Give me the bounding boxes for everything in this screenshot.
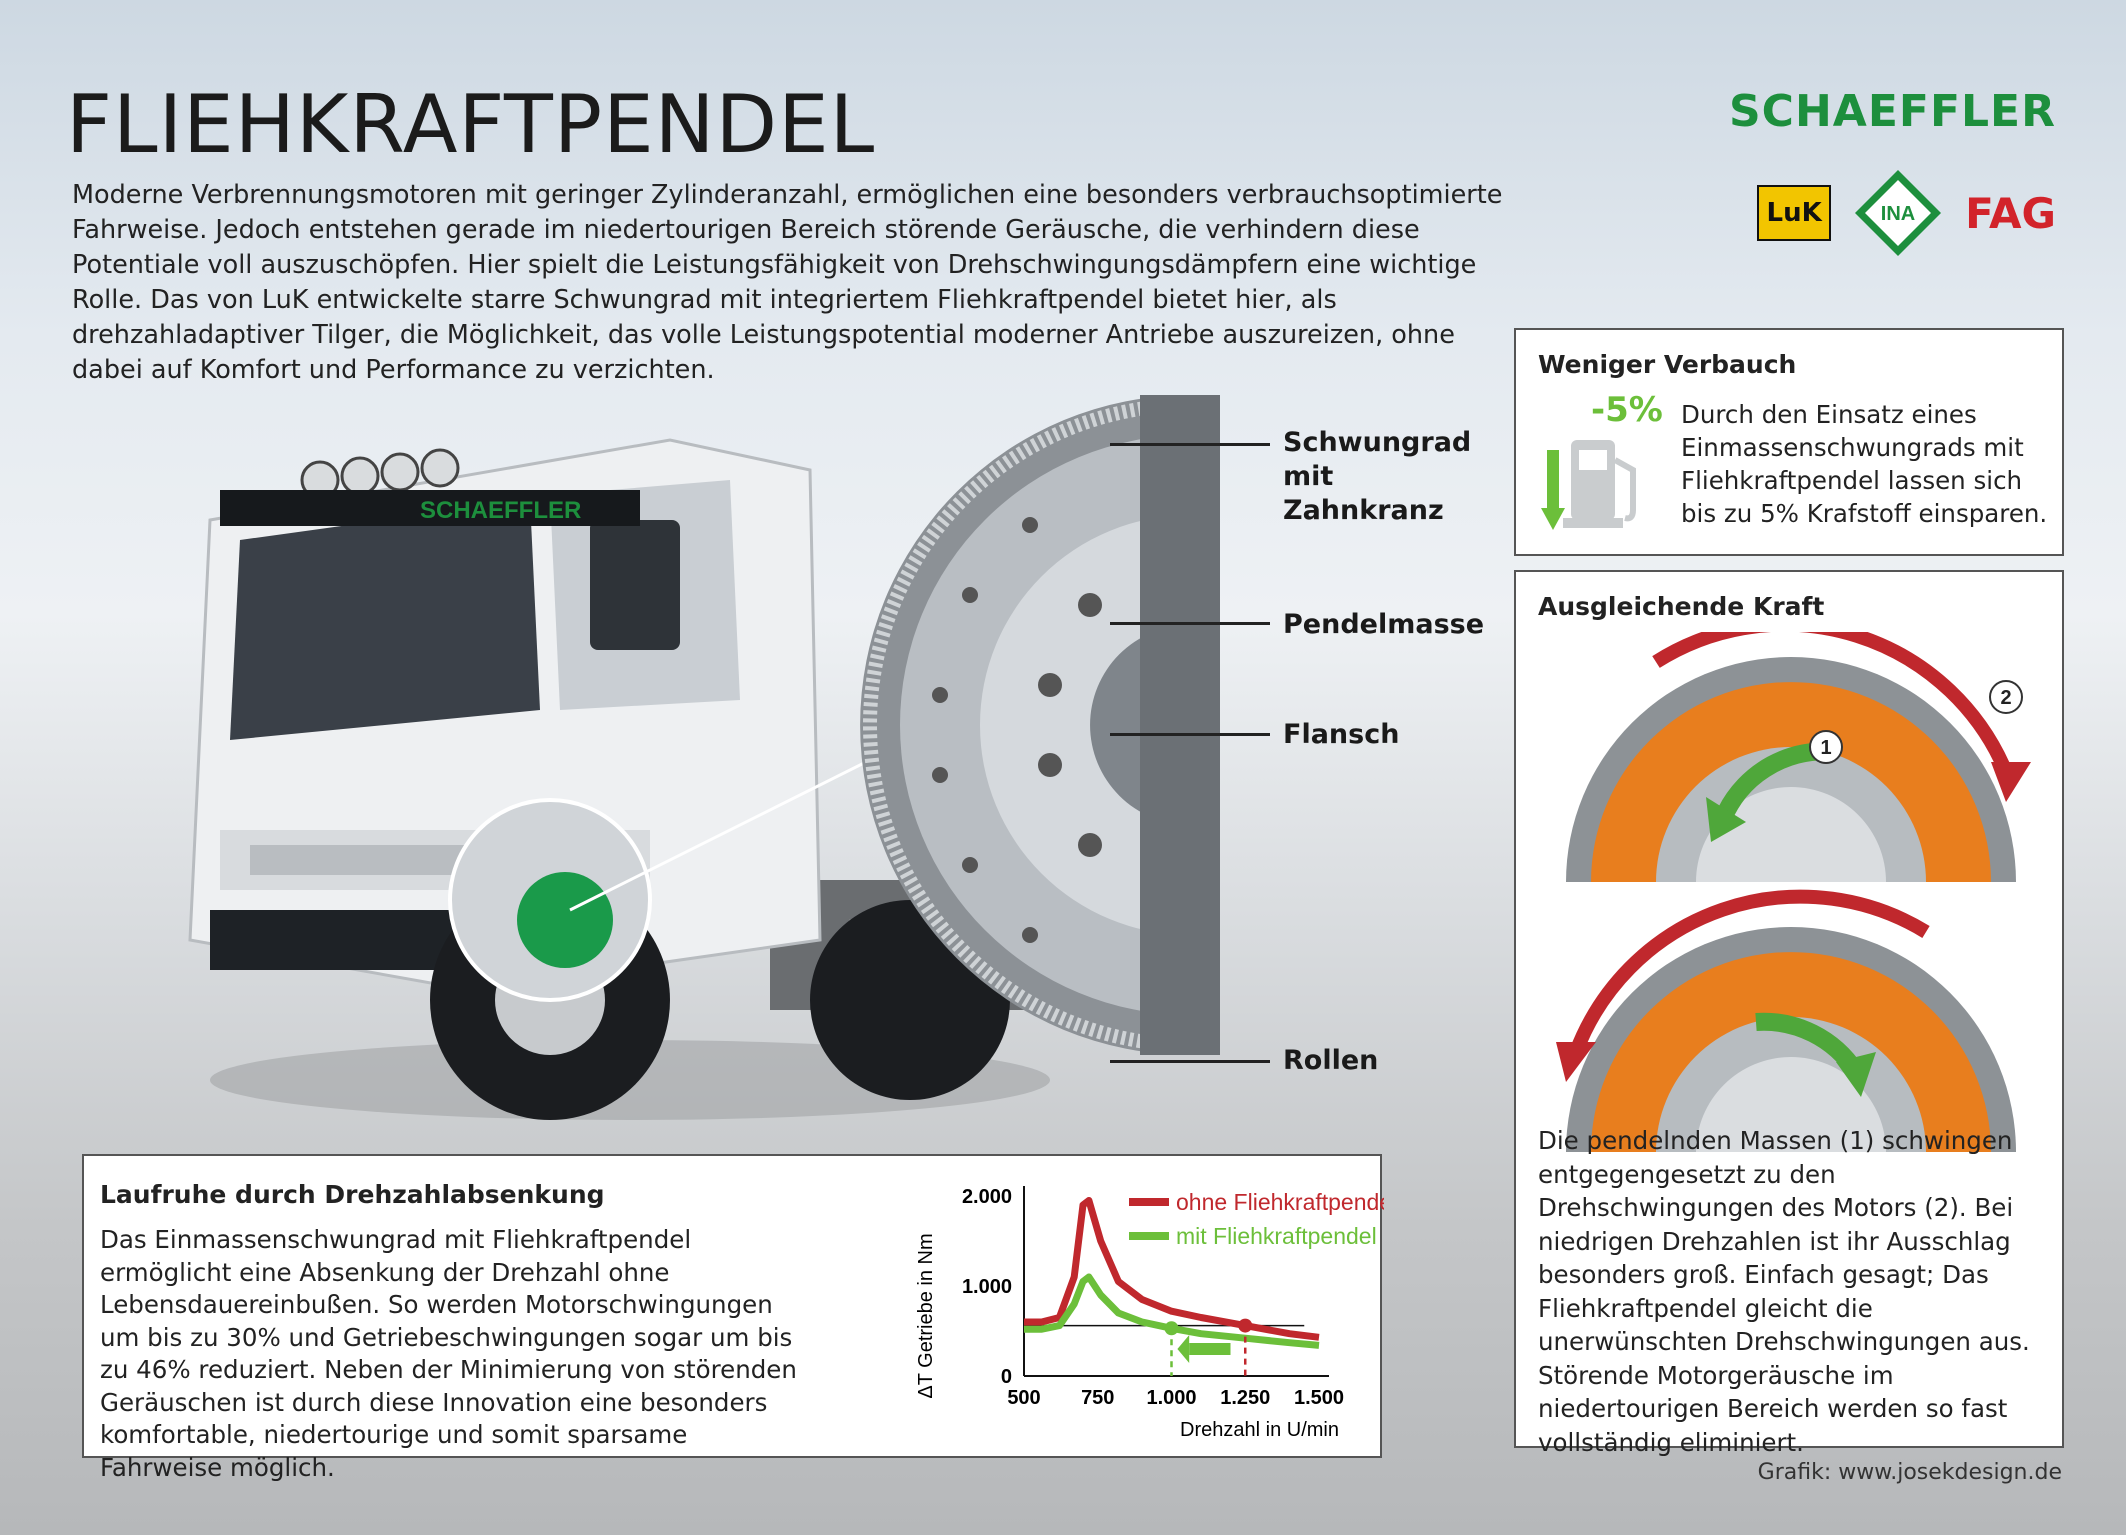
y-tick-label: 2.000	[962, 1186, 1012, 1208]
credit-text: Grafik: www.josekdesign.de	[1757, 1460, 2062, 1485]
verbrauch-value: -5%	[1591, 390, 1663, 430]
shift-arrow-head	[1177, 1335, 1190, 1363]
leader-line	[1110, 733, 1270, 736]
intro-text: Moderne Verbrennungsmotoren mit geringer…	[72, 180, 1503, 385]
kraft-title: Ausgleichende Kraft	[1538, 592, 1825, 621]
x-tick-label: 500	[1007, 1387, 1040, 1409]
fag-logo: FAG	[1965, 188, 2056, 238]
legend-label: ohne Fliehkraftpendel	[1176, 1189, 1384, 1215]
flywheel-illustration	[860, 395, 1220, 1055]
laufruhe-box: Laufruhe durch Drehzahlabsenkung Das Ein…	[82, 1154, 1384, 1482]
legend-label: mit Fliehkraftpendel	[1176, 1223, 1377, 1249]
series-line-2	[1024, 1273, 1320, 1349]
leader-line	[1110, 443, 1270, 446]
label-flansch: Flansch	[1283, 719, 1400, 750]
verbrauch-title: Weniger Verbauch	[1538, 350, 1797, 379]
x-axis-label: Drehzahl in U/min	[1180, 1419, 1339, 1441]
truck-illustration: SCHAEFFLER	[188, 438, 1050, 1120]
y-tick-label: 1.000	[962, 1276, 1012, 1298]
y-tick-label: 0	[1001, 1366, 1012, 1388]
leader-line	[1110, 1060, 1270, 1063]
schaeffler-logo: SCHAEFFLER	[1728, 86, 2056, 137]
label-pendelmasse: Pendelmasse	[1283, 609, 1485, 640]
y-axis-label: ΔT Getriebe in Nm	[915, 1233, 937, 1398]
marker-point	[1164, 1321, 1179, 1336]
leader-line	[1110, 622, 1270, 625]
brand-logos: LuK INA FAG	[1757, 168, 2056, 258]
x-tick-label: 1.000	[1146, 1387, 1196, 1409]
label-schwungrad: Schwungrad mit Zahnkranz	[1283, 427, 1472, 526]
verbrauch-text: Durch den Einsatz eines Einmassenschwung…	[1681, 400, 2048, 528]
laufruhe-title: Laufruhe durch Drehzahlabsenkung	[100, 1180, 605, 1209]
x-tick-label: 1.500	[1294, 1387, 1344, 1409]
ina-logo: INA	[1855, 170, 1942, 256]
x-tick-label: 1.250	[1220, 1387, 1270, 1409]
ina-logo-text: INA	[1881, 203, 1915, 225]
luk-logo: LuK	[1757, 185, 1832, 241]
rpm-chart: 500 750 1.000 1.250 1.500 0 1.000 2.000Drehzahl…	[915, 1186, 1384, 1441]
verbrauch-box: Weniger Verbauch -5% Durch den Einsatz e…	[1514, 328, 2064, 556]
page-title: FLIEHKRAFTPENDEL	[66, 78, 876, 171]
pendulum-diagram: 1 2	[1556, 632, 2031, 1152]
label-rollen: Rollen	[1283, 1045, 1379, 1076]
laufruhe-text: Das Einmassenschwungrad mit Fliehkraftpe…	[100, 1225, 797, 1482]
marker-2: 2	[2000, 687, 2011, 709]
marker-1: 1	[1820, 737, 1831, 759]
fuel-pump-icon	[1541, 440, 1636, 530]
x-tick-label: 750	[1081, 1387, 1114, 1409]
truck-sign-text: SCHAEFFLER	[420, 497, 581, 524]
kraft-text: Die pendelnden Massen (1) schwingen entg…	[1538, 1126, 2030, 1457]
marker-point	[1238, 1318, 1253, 1333]
series-line-1	[1024, 1197, 1320, 1341]
kraft-box: Ausgleichende Kraft 1 2 Die pendelnden M…	[1514, 570, 2064, 1457]
